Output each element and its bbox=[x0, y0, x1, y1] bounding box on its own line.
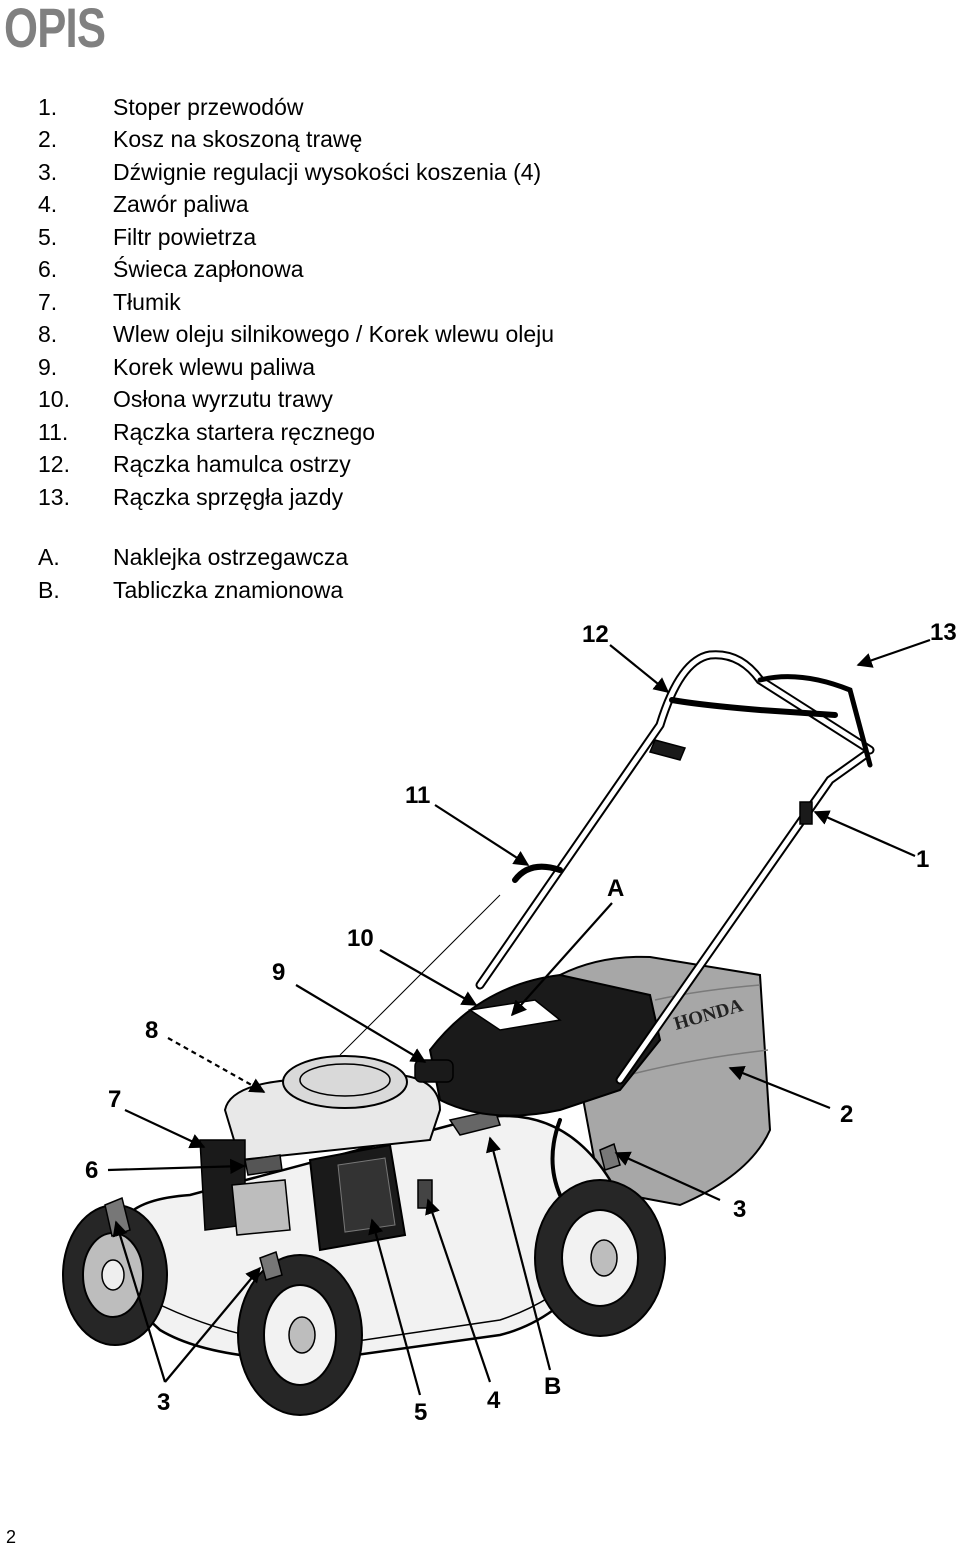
item-number: 8. bbox=[38, 321, 58, 347]
callout-11: 11 bbox=[405, 782, 430, 809]
item-number: 7. bbox=[38, 289, 58, 315]
callout-3-left: 3 bbox=[157, 1389, 170, 1416]
item-label: Świeca zapłonowa bbox=[113, 256, 304, 282]
callout-8: 8 bbox=[145, 1017, 158, 1044]
engine bbox=[199, 1055, 454, 1252]
item-number: 5. bbox=[38, 224, 58, 250]
item-label: Tłumik bbox=[113, 289, 181, 315]
leader-lines bbox=[107, 638, 931, 1396]
item-label: Filtr powietrza bbox=[113, 224, 257, 250]
item-label: Osłona wyrzutu trawy bbox=[113, 386, 333, 412]
callouts: 12 13 11 1 A 10 9 8 7 2 6 3 3 5 4 B bbox=[85, 619, 957, 1426]
page-number: 2 bbox=[6, 1527, 17, 1547]
callout-12: 12 bbox=[582, 621, 609, 648]
item-label: Rączka hamulca ostrzy bbox=[113, 451, 351, 477]
item-label: Naklejka ostrzegawcza bbox=[113, 544, 349, 570]
lawn-mower-diagram: HONDA bbox=[62, 619, 957, 1426]
item-label: Kosz na skoszoną trawę bbox=[113, 126, 363, 152]
item-label: Korek wlewu paliwa bbox=[113, 354, 315, 380]
handle bbox=[475, 650, 875, 1197]
item-number: 10. bbox=[38, 386, 70, 412]
callout-13: 13 bbox=[930, 619, 957, 646]
section-title: OPIS bbox=[4, 0, 106, 59]
callout-7: 7 bbox=[108, 1086, 121, 1113]
callout-3-right: 3 bbox=[733, 1196, 746, 1223]
item-number: 2. bbox=[38, 126, 58, 152]
item-label: Rączka sprzęgła jazdy bbox=[113, 484, 344, 510]
spark-plug bbox=[244, 1154, 283, 1176]
item-label: Wlew oleju silnikowego / Korek wlewu ole… bbox=[113, 321, 555, 347]
callout-4: 4 bbox=[487, 1387, 501, 1414]
callout-A: A bbox=[607, 875, 624, 902]
item-label: Dźwignie regulacji wysokości koszenia (4… bbox=[113, 159, 542, 185]
item-number: A. bbox=[38, 544, 60, 570]
fuel-cap bbox=[414, 1059, 454, 1083]
item-number: B. bbox=[38, 577, 60, 603]
item-number: 11. bbox=[38, 419, 69, 445]
callout-2: 2 bbox=[840, 1101, 853, 1128]
item-number: 6. bbox=[38, 256, 58, 282]
front-right-wheel bbox=[237, 1254, 363, 1416]
item-number: 1. bbox=[38, 94, 58, 120]
callout-10: 10 bbox=[347, 925, 374, 952]
item-label: Stoper przewodów bbox=[113, 94, 304, 120]
rear-wheel bbox=[534, 1179, 666, 1337]
item-number: 9. bbox=[38, 354, 58, 380]
item-label: Zawór paliwa bbox=[113, 191, 249, 217]
item-label: Tabliczka znamionowa bbox=[113, 577, 344, 603]
callout-5: 5 bbox=[414, 1399, 427, 1426]
callout-9: 9 bbox=[272, 959, 285, 986]
callout-1: 1 bbox=[916, 846, 929, 873]
callout-6: 6 bbox=[85, 1157, 98, 1184]
discharge-guard bbox=[428, 973, 662, 1117]
callout-B: B bbox=[544, 1373, 561, 1400]
item-number: 4. bbox=[38, 191, 58, 217]
item-number: 3. bbox=[38, 159, 58, 185]
item-label: Rączka startera ręcznego bbox=[113, 419, 376, 445]
item-number: 12. bbox=[38, 451, 70, 477]
item-number: 13. bbox=[38, 484, 70, 510]
